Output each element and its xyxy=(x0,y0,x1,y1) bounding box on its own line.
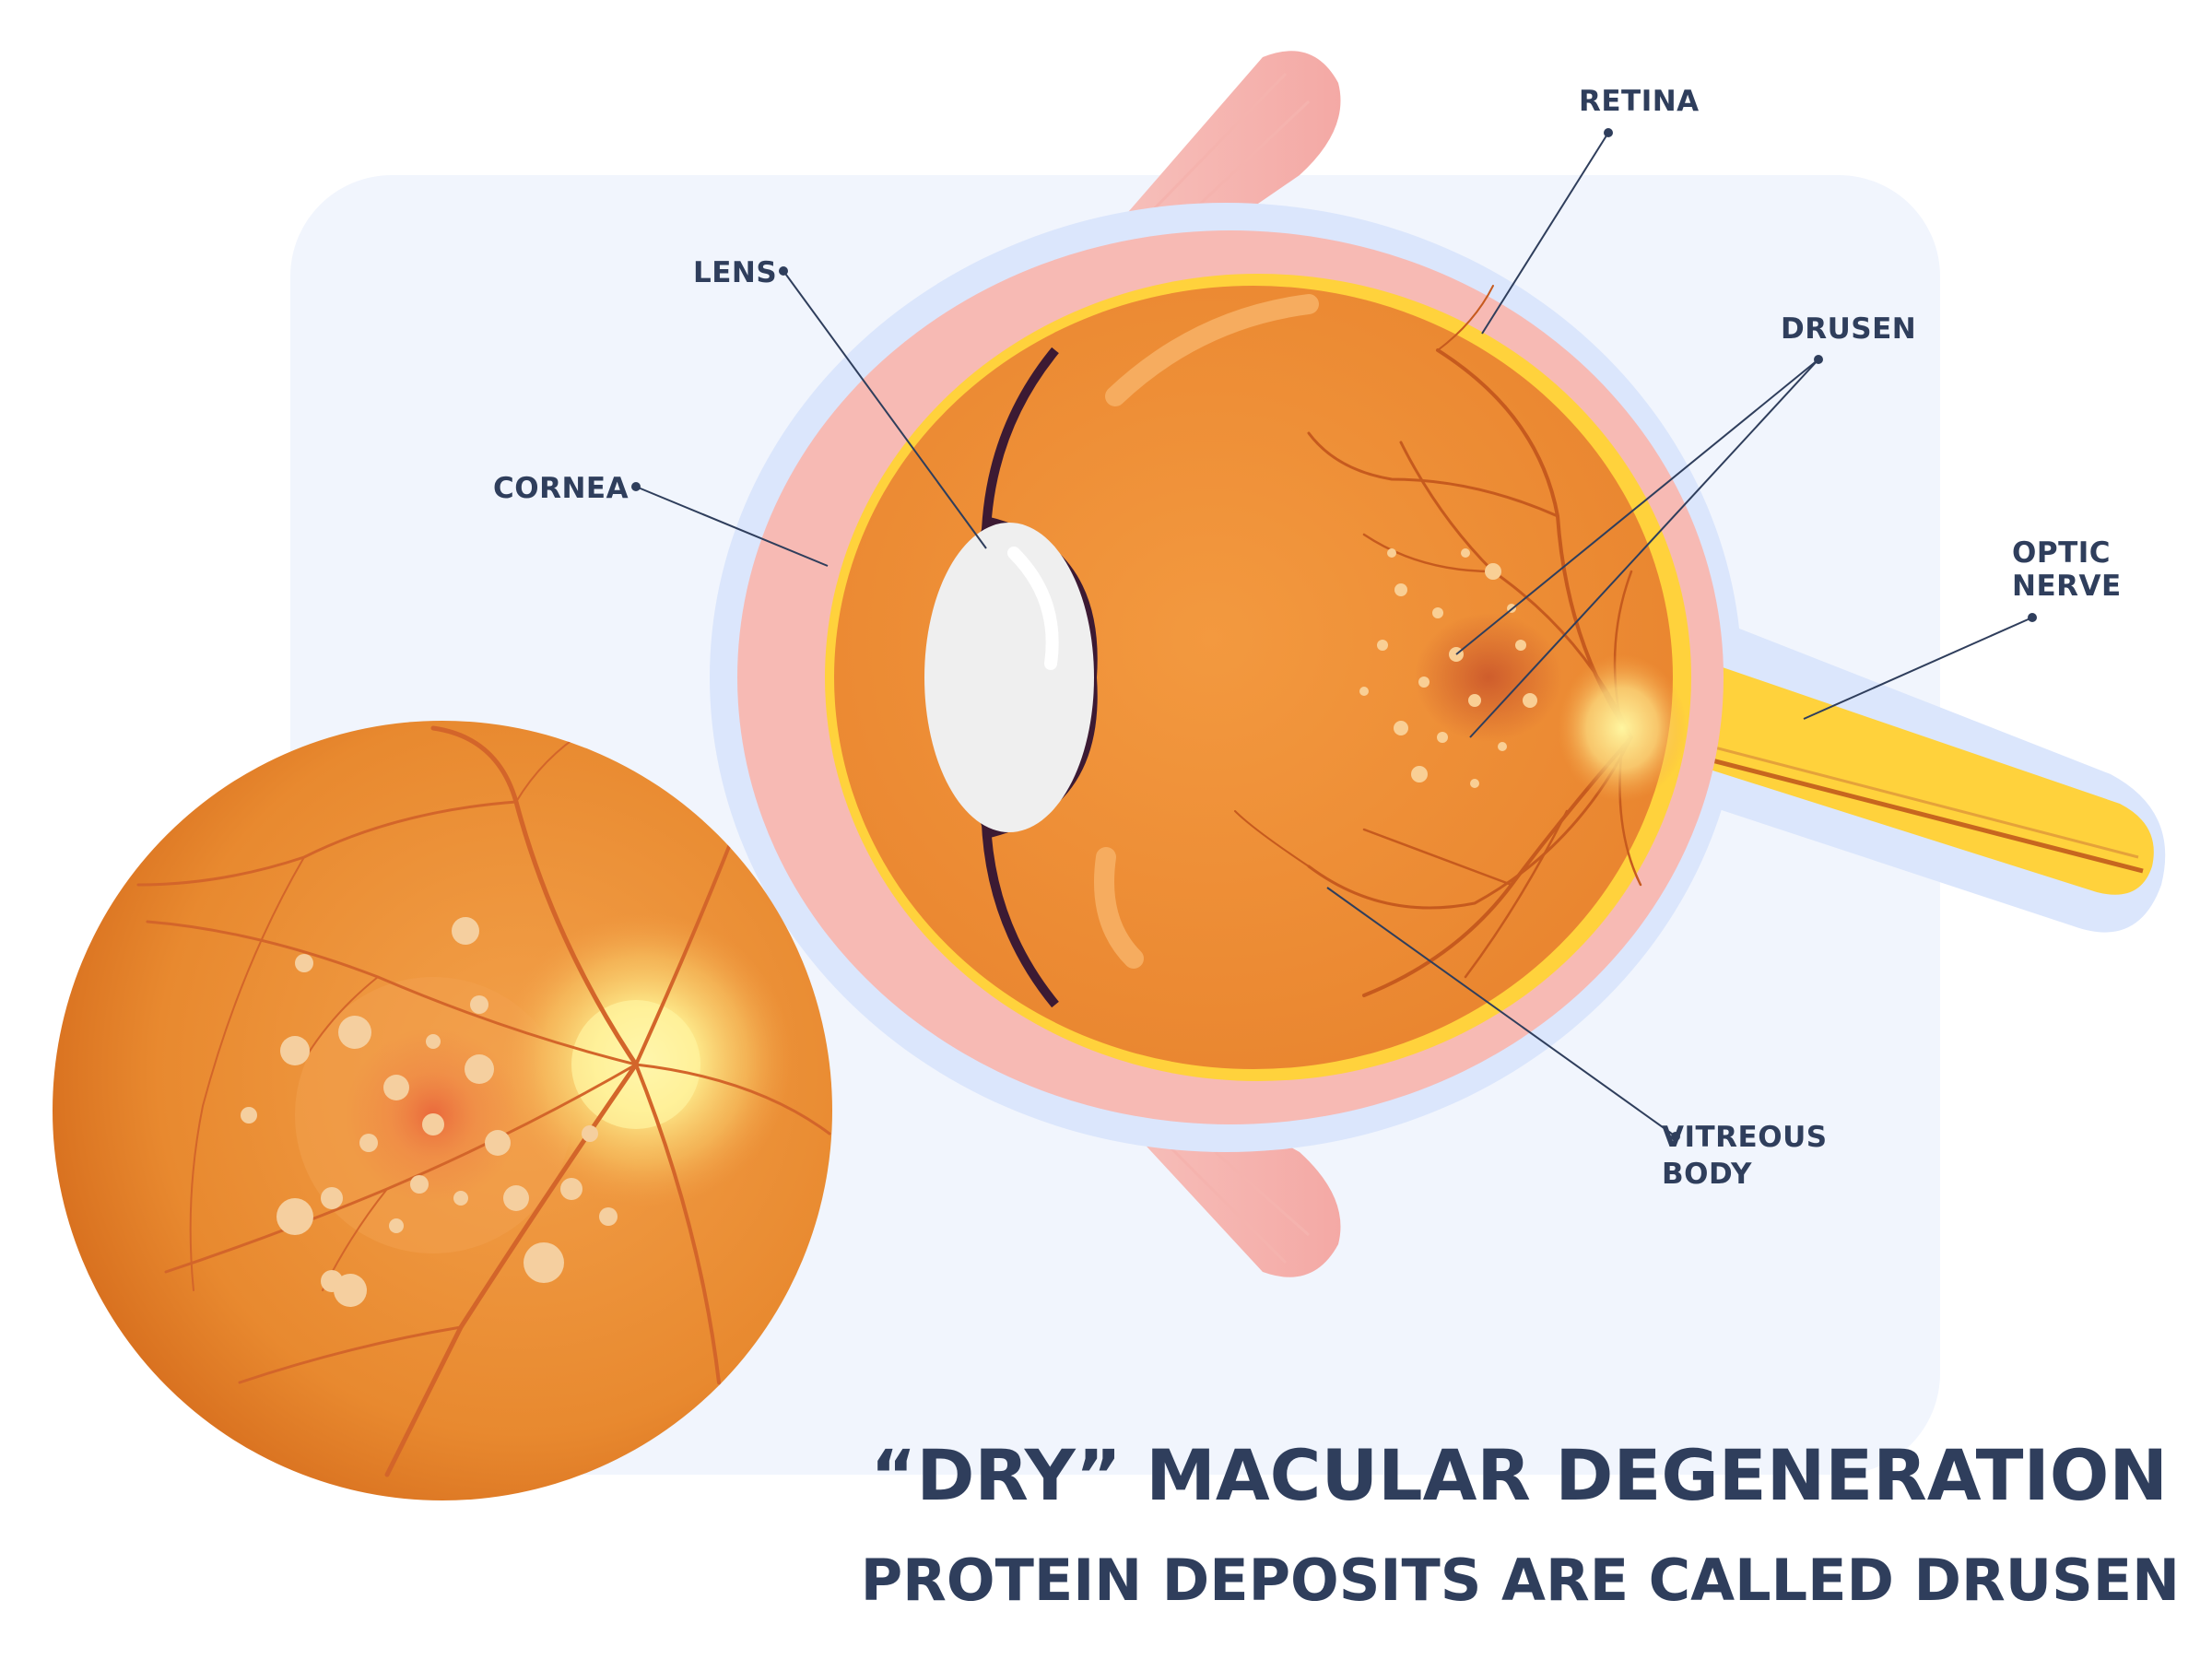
diagram-title: “DRY” MACULAR DEGENERATION xyxy=(870,1434,2168,1516)
optic-disc-glow xyxy=(1558,654,1687,802)
label-vitreous-line2: BODY xyxy=(1662,1158,1752,1191)
label-retina: RETINA xyxy=(1579,85,1700,118)
label-vitreous-line1: VITREOUS xyxy=(1662,1121,1828,1154)
fundus-image xyxy=(53,721,832,1500)
diagram-subtitle: PROTEIN DEPOSITS ARE CALLED DRUSEN xyxy=(861,1547,2180,1614)
label-lens: LENS xyxy=(693,256,777,289)
lens xyxy=(924,516,1098,839)
leader-lines xyxy=(631,128,2037,1141)
macula xyxy=(1415,613,1562,742)
label-optic-line2: NERVE xyxy=(2012,570,2122,603)
label-optic-line1: OPTIC xyxy=(2012,536,2111,570)
label-cornea: CORNEA xyxy=(493,472,629,505)
label-drusen: DRUSEN xyxy=(1781,312,1916,346)
vitreous-body xyxy=(834,286,1673,1069)
